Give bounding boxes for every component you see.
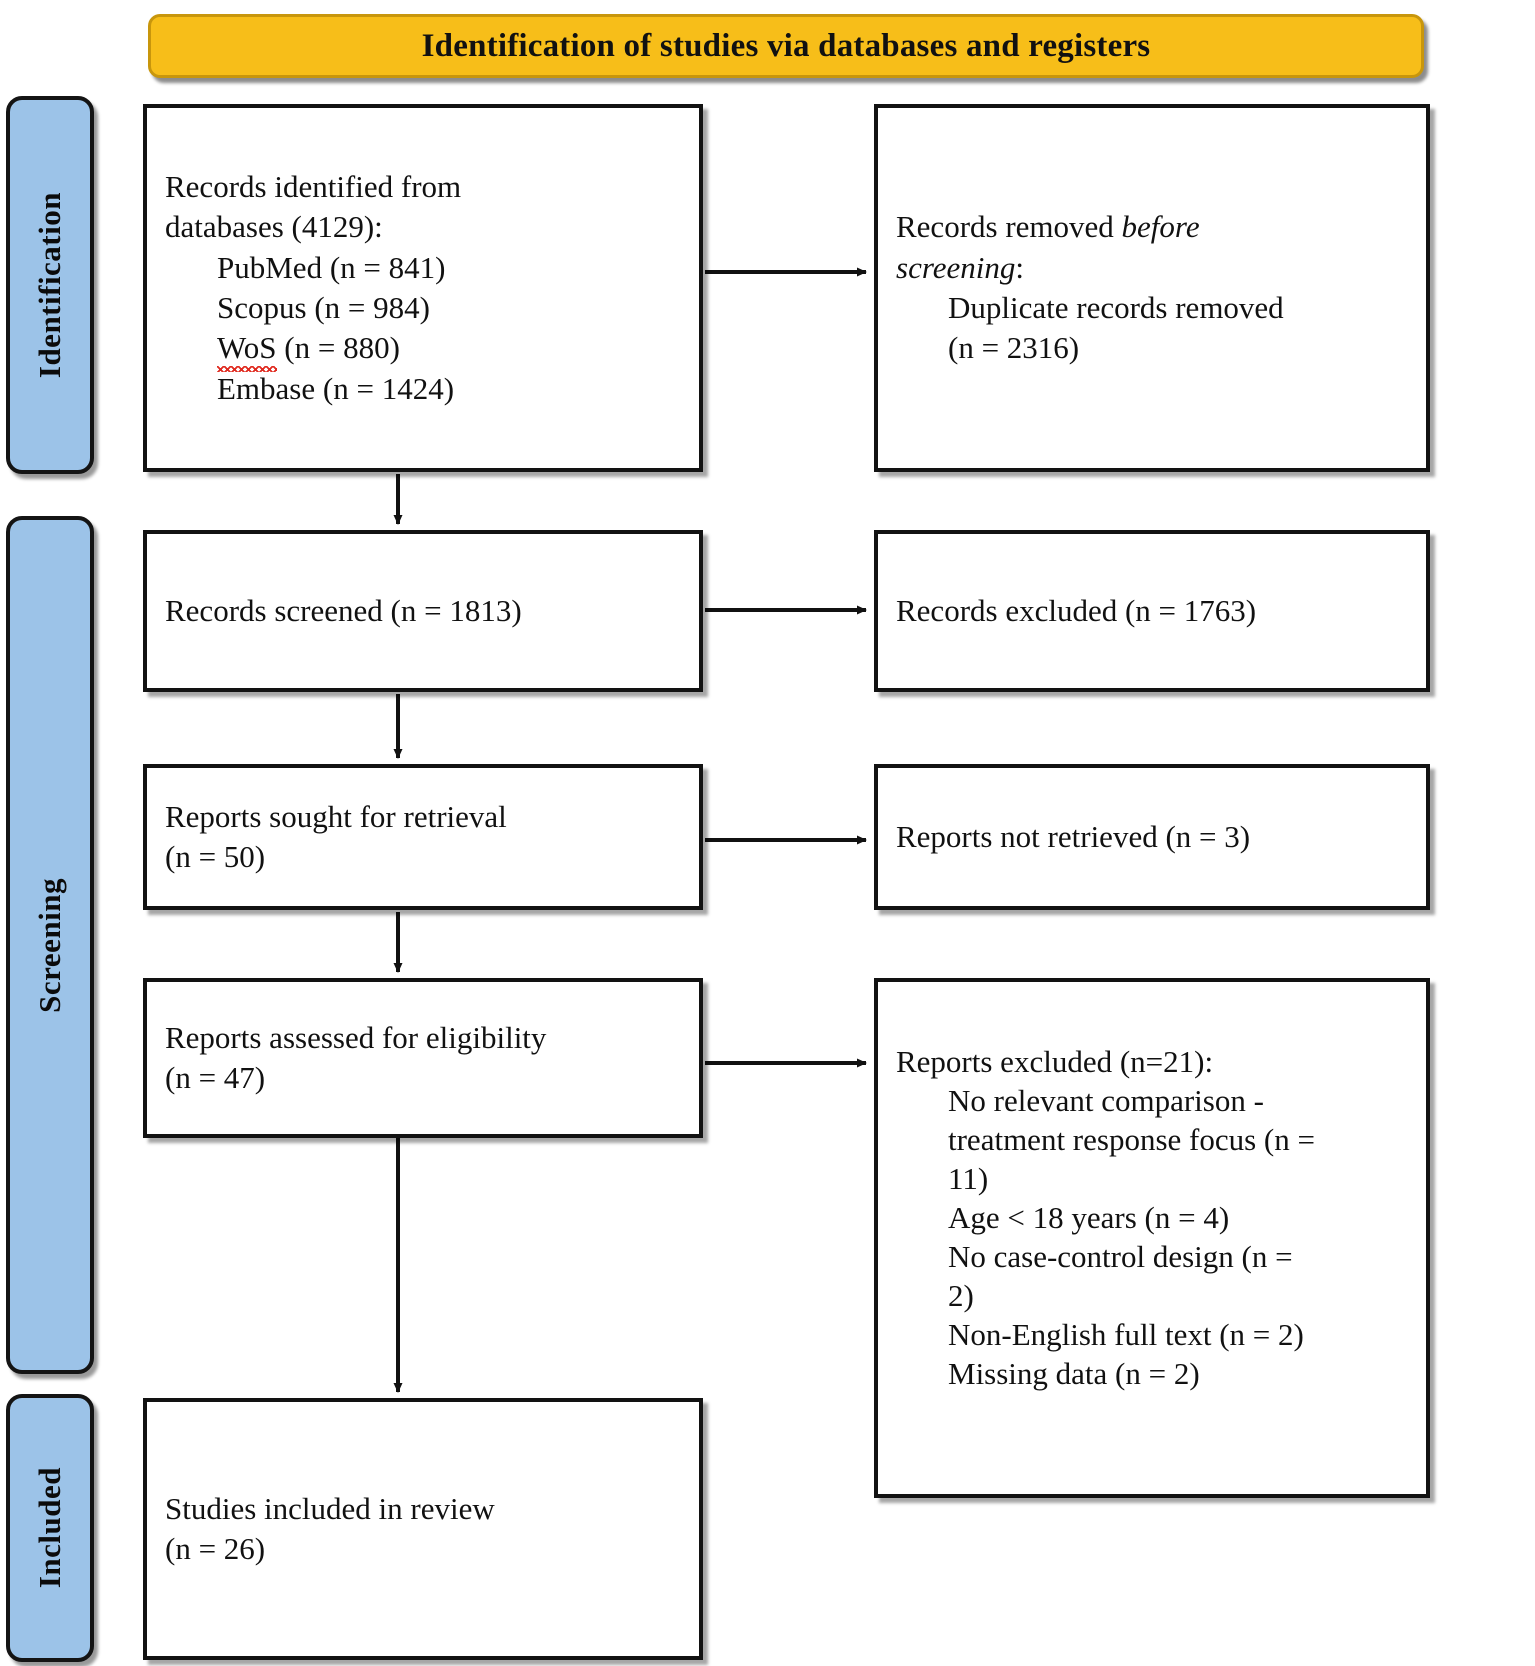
box-records-excluded: Records excluded (n = 1763) — [874, 530, 1430, 692]
reports-excluded-reason-3b: 2) — [948, 1278, 974, 1314]
records-removed-line1-italic: before — [1121, 209, 1200, 245]
reports-excluded-reason-4: Non-English full text (n = 2) — [948, 1317, 1304, 1353]
studies-included-line2: (n = 26) — [165, 1531, 266, 1566]
records-removed-duplicates-count: (n = 2316) — [948, 330, 1080, 366]
reports-excluded-reason-1c: 11) — [948, 1161, 989, 1197]
records-removed-line2-tail: : — [1015, 249, 1024, 285]
records-identified-source-wos-count: (n = 880) — [276, 330, 400, 366]
box-studies-included: Studies included in review (n = 26) — [143, 1398, 703, 1660]
records-removed-line2: screening: — [896, 248, 1408, 288]
records-identified-source-embase: Embase (n = 1424) — [217, 370, 455, 406]
reports-excluded-reason-3a: No case-control design (n = — [948, 1239, 1293, 1275]
reports-excluded-reason-2: Age < 18 years (n = 4) — [948, 1200, 1230, 1236]
diagram-title: Identification of studies via databases … — [421, 27, 1151, 64]
records-identified-title: Records identified from — [165, 169, 462, 205]
reports-not-retrieved-text: Reports not retrieved (n = 3) — [896, 819, 1251, 855]
reports-sought-line1: Reports sought for retrieval — [165, 799, 507, 835]
box-reports-excluded-reasons: Reports excluded (n=21): No relevant com… — [874, 978, 1430, 1498]
records-identified-subtitle: databases (4129): — [165, 209, 383, 245]
reports-excluded-reason-1a: No relevant comparison - — [948, 1083, 1264, 1119]
stage-label-identification-text: Identification — [32, 191, 67, 379]
reports-assessed-line2: (n = 47) — [165, 1060, 266, 1095]
records-identified-source-scopus: Scopus (n = 984) — [217, 290, 430, 325]
box-records-identified: Records identified from databases (4129)… — [143, 104, 703, 472]
reports-sought-line2: (n = 50) — [165, 839, 266, 874]
reports-assessed-line1: Reports assessed for eligibility — [165, 1020, 547, 1056]
reports-excluded-heading: Reports excluded (n=21): — [896, 1044, 1214, 1079]
stage-label-included: Included — [6, 1394, 94, 1662]
box-records-removed: Records removed before screening: Duplic… — [874, 104, 1430, 472]
records-screened-text: Records screened (n = 1813) — [165, 593, 522, 629]
reports-excluded-reason-5: Missing data (n = 2) — [948, 1356, 1200, 1392]
records-removed-duplicates: Duplicate records removed — [948, 290, 1284, 325]
records-identified-source-pubmed: PubMed (n = 841) — [217, 249, 446, 285]
records-identified-source-wos: WoS (n = 880) — [165, 328, 681, 372]
diagram-header-banner: Identification of studies via databases … — [148, 14, 1424, 78]
box-reports-sought: Reports sought for retrieval (n = 50) — [143, 764, 703, 910]
stage-label-included-text: Included — [32, 1467, 67, 1589]
records-removed-line1: Records removed before — [896, 207, 1408, 247]
box-records-screened: Records screened (n = 1813) — [143, 530, 703, 692]
stage-label-screening-text: Screening — [32, 877, 67, 1013]
records-excluded-text: Records excluded (n = 1763) — [896, 593, 1257, 629]
stage-label-identification: Identification — [6, 96, 94, 474]
box-reports-not-retrieved: Reports not retrieved (n = 3) — [874, 764, 1430, 910]
stage-label-screening: Screening — [6, 516, 94, 1374]
reports-excluded-reason-1b: treatment response focus (n = — [948, 1122, 1315, 1158]
studies-included-line1: Studies included in review — [165, 1491, 495, 1527]
records-removed-line2-italic: screening — [896, 249, 1016, 285]
records-removed-line1-normal: Records removed — [896, 209, 1122, 245]
box-reports-assessed: Reports assessed for eligibility (n = 47… — [143, 978, 703, 1138]
spellcheck-squiggle-wos: WoS — [217, 328, 277, 372]
